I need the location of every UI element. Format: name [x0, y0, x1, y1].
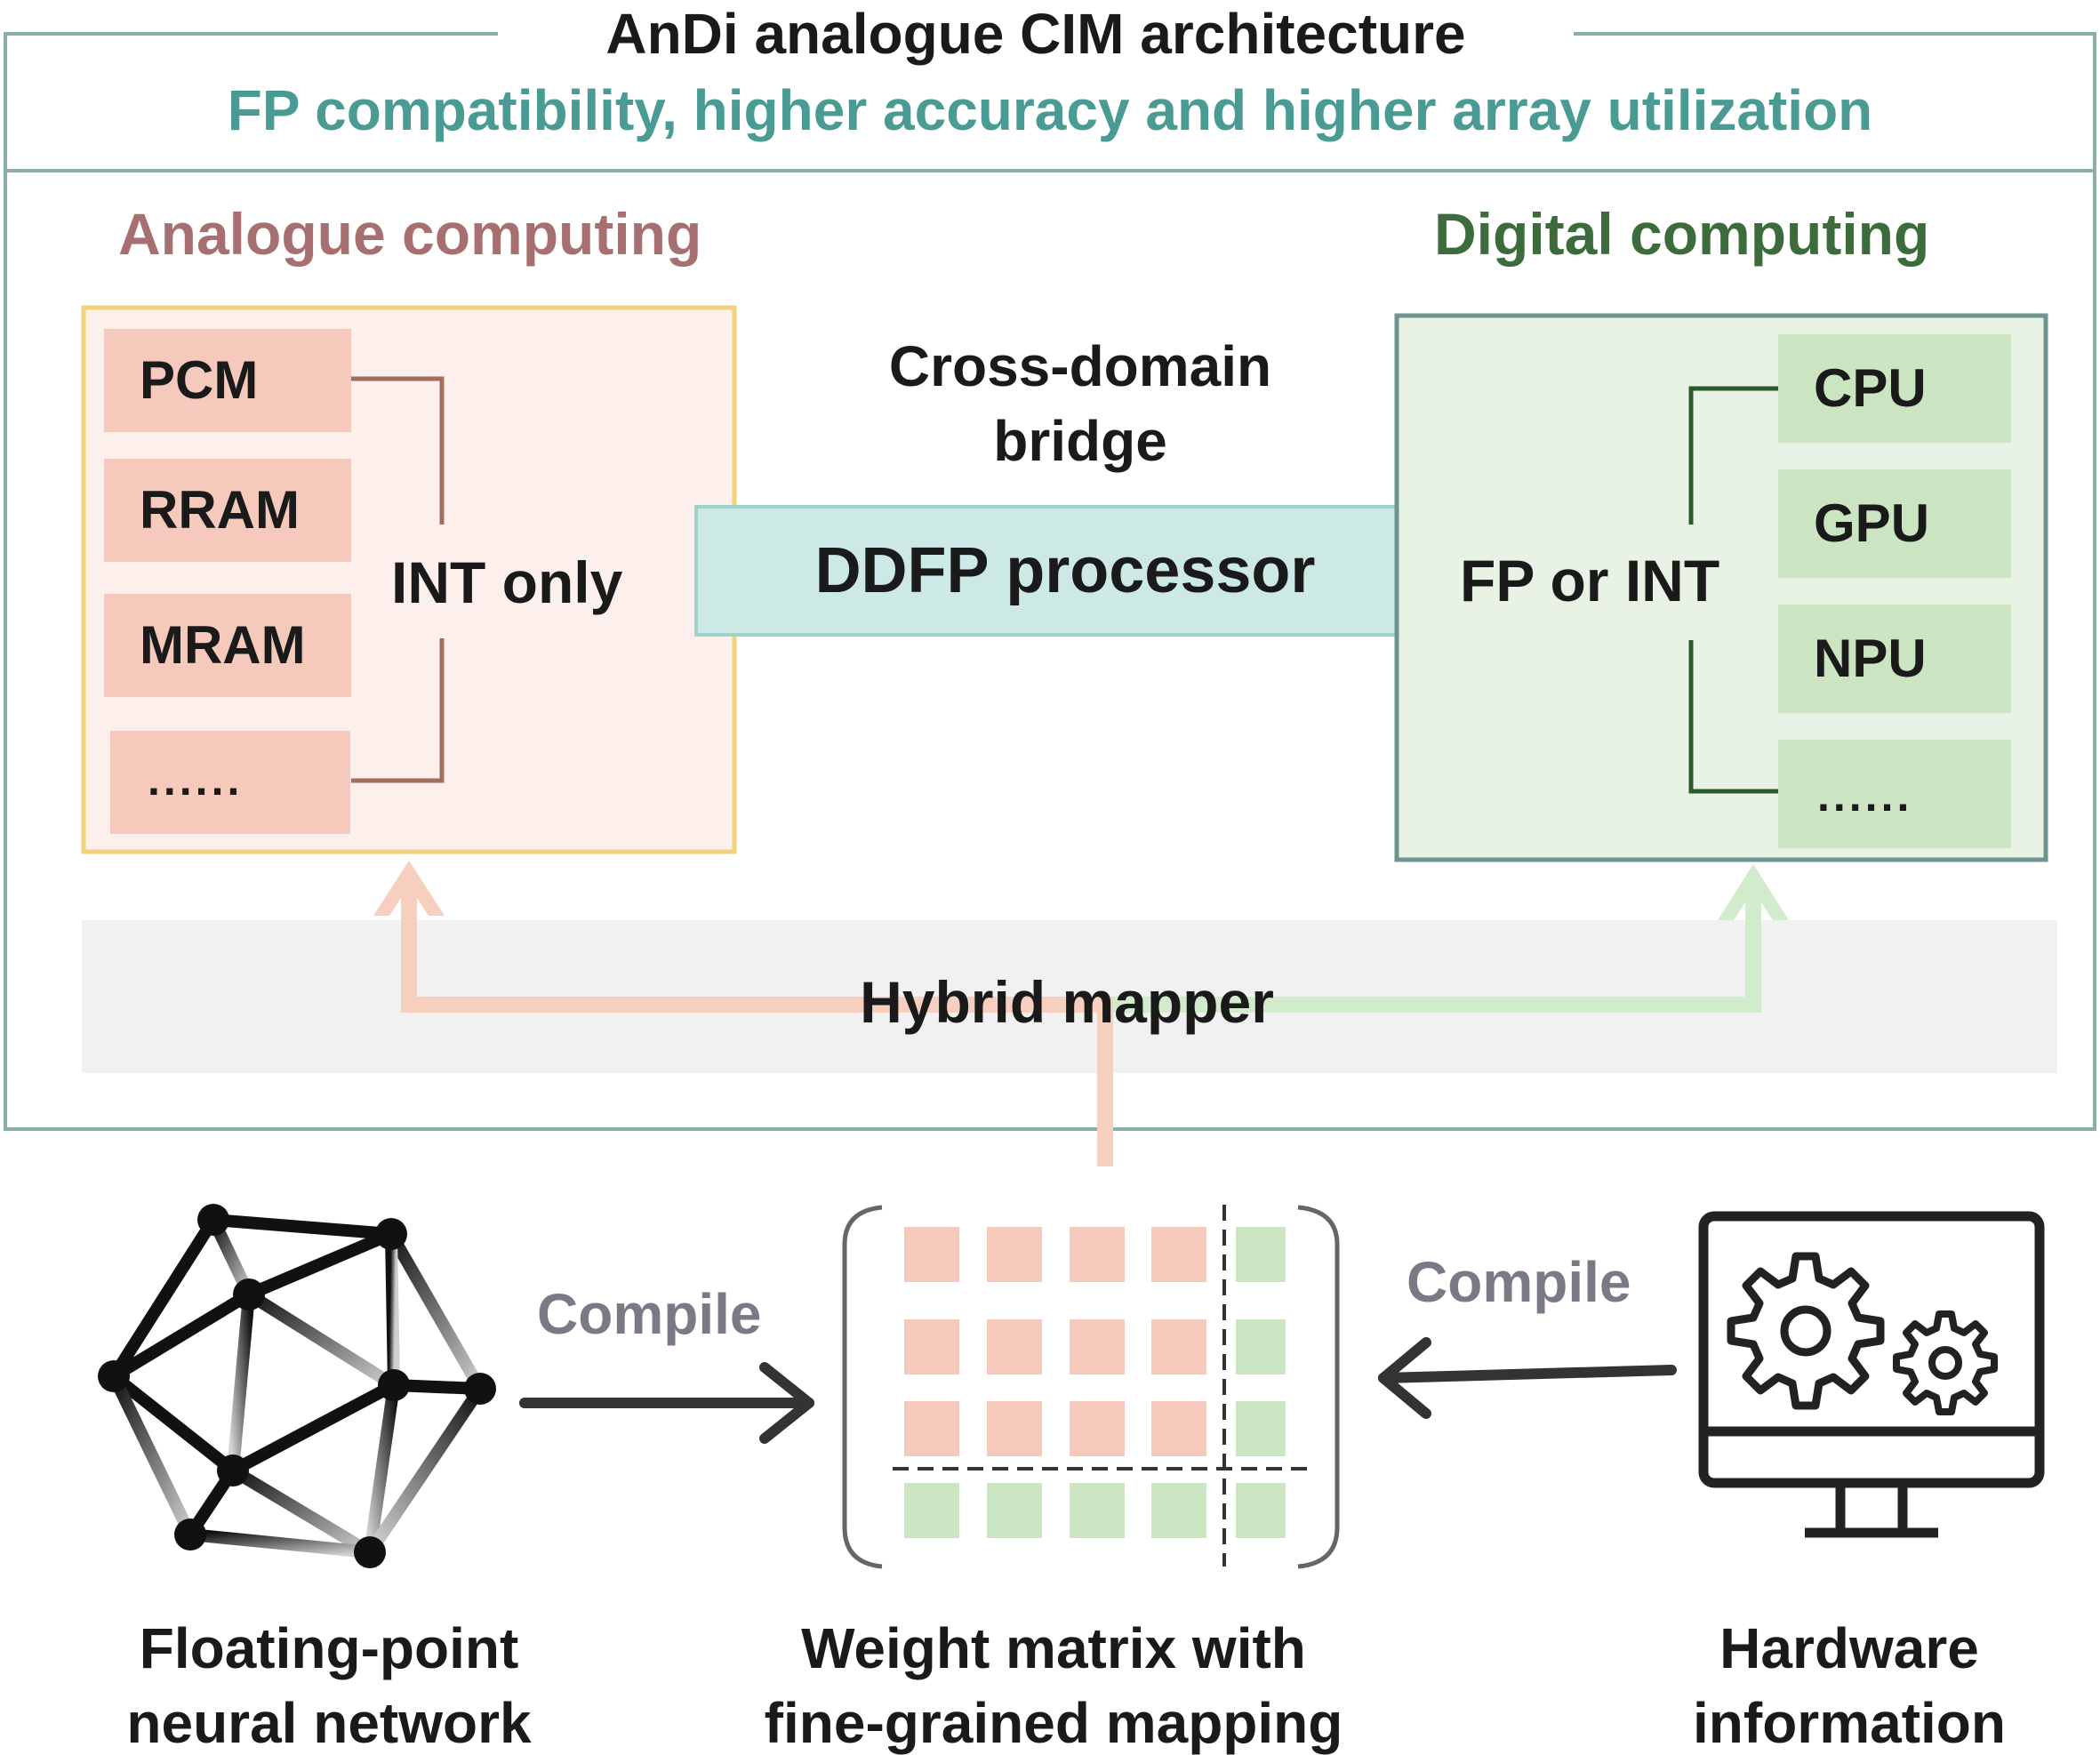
analogue-item-rram: RRAM	[140, 480, 300, 540]
analogue-int-only-label: INT only	[391, 549, 623, 615]
ddfp-processor-box	[694, 505, 1436, 637]
mapper-arrow-digital	[1113, 880, 1761, 1013]
neural-network-icon	[98, 1204, 496, 1568]
nn-caption-line2: neural network	[126, 1691, 532, 1755]
compile-label-left: Compile	[537, 1282, 762, 1346]
hw-caption-line2: information	[1693, 1691, 2006, 1755]
digital-item-more: ......	[1817, 771, 1913, 821]
compile-label-right: Compile	[1407, 1250, 1631, 1314]
cross-domain-bridge-label: Cross-domain bridge	[888, 334, 1272, 473]
gear-small-icon	[1893, 1310, 1998, 1415]
matrix-bracket-right	[1297, 1205, 1340, 1569]
digital-heading: Digital computing	[1434, 201, 1930, 267]
analogue-cell-mram	[104, 594, 351, 697]
digital-fp-or-int-label: FP or INT	[1460, 548, 1720, 613]
digital-cell-more	[1778, 740, 2011, 848]
hybrid-mapper-label: Hybrid mapper	[860, 969, 1274, 1035]
outer-frame	[4, 32, 2096, 1131]
digital-cell-npu	[1778, 605, 2011, 713]
analogue-item-more: ......	[148, 755, 244, 805]
arrow-head-analogue	[373, 861, 445, 916]
analogue-heading: Analogue computing	[118, 201, 702, 267]
digital-bracket	[1688, 386, 1778, 794]
gear-icon	[1727, 1252, 1885, 1410]
ddfp-processor-label: DDFP processor	[814, 535, 1316, 606]
mapper-arrow-analogue	[401, 876, 1113, 1166]
compile-arrow-left	[519, 1362, 814, 1444]
page-title: AnDi analogue CIM architecture	[605, 2, 1466, 66]
digital-item-npu: NPU	[1814, 629, 1927, 688]
analogue-cell-more	[110, 731, 350, 834]
analogue-cell-rram	[104, 459, 351, 562]
page-subtitle: FP compatibility, higher accuracy and hi…	[227, 78, 1873, 142]
analogue-cell-pcm	[104, 329, 351, 432]
digital-cell-gpu	[1778, 469, 2011, 578]
hardware-monitor-icon	[1698, 1211, 2045, 1538]
nn-caption-line1: Floating-point	[139, 1616, 519, 1680]
matrix-caption-line1: Weight matrix with	[801, 1616, 1306, 1680]
analogue-bracket	[351, 376, 445, 783]
digital-cell-cpu	[1778, 334, 2011, 443]
digital-item-cpu: CPU	[1814, 358, 1927, 418]
hw-caption-line1: Hardware	[1719, 1616, 1979, 1680]
analogue-item-mram: MRAM	[140, 615, 306, 675]
arrow-head-digital	[1718, 864, 1789, 920]
analogue-item-pcm: PCM	[140, 350, 259, 410]
matrix-caption-line2: fine-grained mapping	[764, 1691, 1343, 1755]
matrix-bracket-left	[842, 1205, 883, 1569]
compile-arrow-right	[1378, 1337, 1677, 1419]
digital-item-gpu: GPU	[1814, 493, 1930, 553]
weight-matrix	[842, 1205, 1340, 1569]
